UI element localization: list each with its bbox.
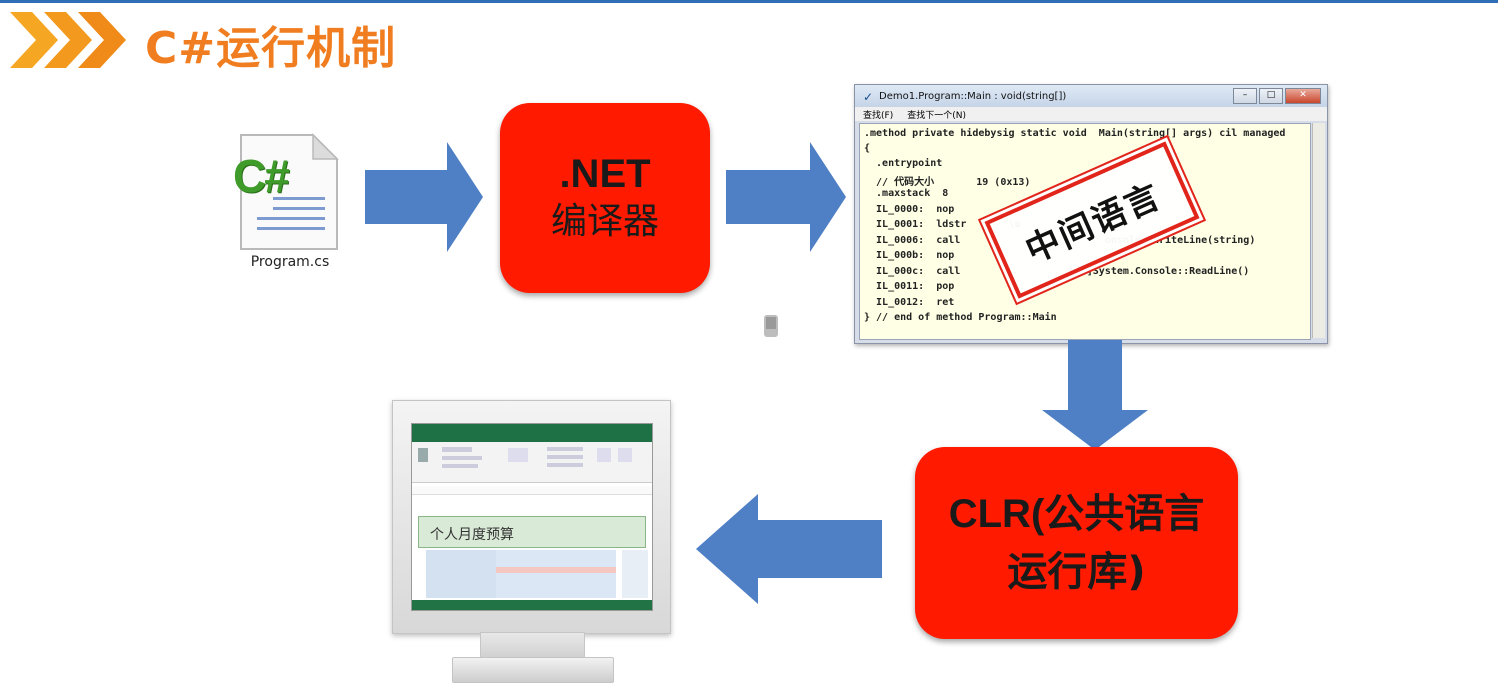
excel-screenshot: 个人月度预算 xyxy=(411,423,653,611)
sheet-title: 个人月度预算 xyxy=(430,527,514,543)
code-line: .method private hidebysig static void Ma… xyxy=(864,128,1286,139)
monitor-base xyxy=(452,657,614,683)
code-line: { xyxy=(864,143,871,154)
code-line: // 代码大小 19 (0x13) xyxy=(864,177,1031,188)
menu-find-next[interactable]: 查找下一个(N) xyxy=(907,110,966,121)
maximize-button[interactable]: □ xyxy=(1259,88,1283,104)
monitor-icon: 个人月度预算 xyxy=(392,400,671,634)
code-line: .entrypoint xyxy=(864,158,943,169)
code-line: IL_000b: nop xyxy=(864,250,955,261)
code-line: IL_0006: call onsole::WriteLine(string) xyxy=(876,235,1256,246)
csharp-file-icon: C# xyxy=(233,133,339,255)
menu-find[interactable]: 查找(F) xyxy=(863,110,894,121)
top-accent-line xyxy=(0,0,1498,3)
dotnet-compiler-box: .NET 编译器 xyxy=(500,103,710,293)
code-line: IL_000c: call lib]System.Console::ReadLi… xyxy=(876,266,1250,277)
arrow-right-icon xyxy=(365,142,483,252)
compiler-line1: .NET xyxy=(559,152,651,196)
clr-line2: 运行库) xyxy=(1007,549,1146,595)
page-title: C#运行机制 xyxy=(145,23,397,74)
code-line: } // end of method Program::Main xyxy=(864,312,1057,323)
chevron-decoration-icon xyxy=(10,12,126,68)
il-viewer-window: ✓ Demo1.Program::Main : void(string[]) –… xyxy=(854,84,1328,344)
il-window-menubar: 查找(F) 查找下一个(N) xyxy=(855,107,1327,121)
monitor-stand xyxy=(480,632,585,660)
code-line: IL_0011: pop xyxy=(864,281,955,292)
code-line: .maxstack 8 xyxy=(864,188,949,199)
clr-line1: CLR(公共语言 xyxy=(948,492,1205,536)
arrow-right-icon xyxy=(726,142,846,252)
clr-box: CLR(公共语言 运行库) xyxy=(915,447,1238,639)
il-window-title: Demo1.Program::Main : void(string[]) xyxy=(879,90,1067,102)
vertical-scrollbar[interactable] xyxy=(1312,123,1325,338)
il-window-titlebar: ✓ Demo1.Program::Main : void(string[]) –… xyxy=(855,85,1327,107)
arrow-left-icon xyxy=(696,494,882,604)
il-code-area: .method private hidebysig static void Ma… xyxy=(859,123,1311,340)
code-line: IL_0000: nop xyxy=(864,204,955,215)
file-label: Program.cs xyxy=(250,254,330,270)
compiler-line2: 编译器 xyxy=(550,201,659,242)
ildasm-icon: ✓ xyxy=(863,90,874,104)
close-button[interactable]: ✕ xyxy=(1285,88,1321,104)
minimize-button[interactable]: – xyxy=(1233,88,1257,104)
code-line: IL_0012: ret xyxy=(864,297,955,308)
arrow-down-icon xyxy=(1042,340,1148,450)
csharp-glyph: C# xyxy=(233,150,290,202)
loading-cursor-icon xyxy=(764,315,778,337)
